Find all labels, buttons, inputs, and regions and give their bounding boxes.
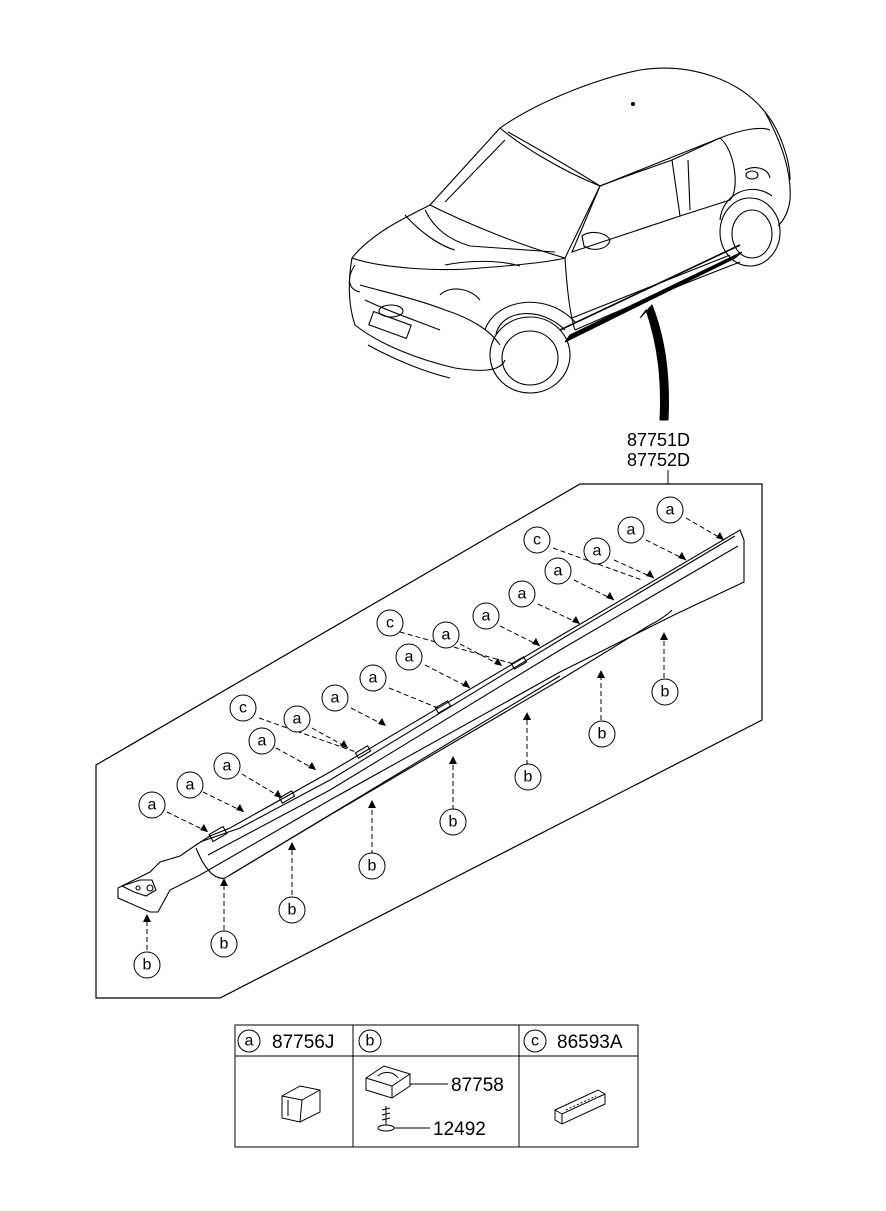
callout-b: b bbox=[210, 930, 238, 958]
svg-text:a: a bbox=[442, 627, 451, 644]
legend-part-number-c: 86593A bbox=[557, 1032, 623, 1053]
svg-text:a: a bbox=[369, 670, 378, 687]
callout-c: c bbox=[229, 694, 257, 722]
assembly-part-number-1: 87751D bbox=[627, 430, 690, 450]
legend-part-number-a: 87756J bbox=[272, 1032, 334, 1053]
svg-text:b: b bbox=[366, 1033, 375, 1050]
callout-b: b bbox=[588, 720, 616, 748]
callout-a: a bbox=[656, 496, 684, 524]
svg-text:a: a bbox=[482, 608, 491, 625]
callout-a: a bbox=[508, 580, 536, 608]
callouts bbox=[143, 517, 725, 950]
callout-a: a bbox=[432, 621, 460, 649]
svg-text:a: a bbox=[293, 711, 302, 728]
callout-b: b bbox=[439, 808, 467, 836]
svg-text:a: a bbox=[593, 543, 602, 560]
side-sill-moulding bbox=[117, 529, 745, 913]
legend-header-b: b bbox=[358, 1029, 382, 1053]
svg-text:b: b bbox=[368, 858, 377, 875]
legend-table bbox=[234, 1024, 639, 1148]
fastener-87758-illustration bbox=[365, 1065, 448, 1099]
svg-text:b: b bbox=[524, 769, 533, 786]
svg-text:c: c bbox=[239, 700, 247, 717]
callout-b: b bbox=[358, 852, 386, 880]
svg-text:a: a bbox=[666, 502, 675, 519]
callout-a: a bbox=[472, 602, 500, 630]
pointer-arrow bbox=[639, 304, 669, 421]
svg-text:a: a bbox=[627, 522, 636, 539]
svg-text:a: a bbox=[405, 649, 414, 666]
svg-text:a: a bbox=[554, 563, 563, 580]
callout-a: a bbox=[617, 516, 645, 544]
svg-text:a: a bbox=[331, 690, 340, 707]
callout-b: b bbox=[278, 896, 306, 924]
clip-87756j-illustration bbox=[281, 1085, 321, 1123]
legend-part-number-87758: 87758 bbox=[451, 1075, 504, 1096]
svg-text:b: b bbox=[661, 684, 670, 701]
svg-text:a: a bbox=[223, 758, 232, 775]
svg-text:b: b bbox=[143, 957, 152, 974]
assembly-part-number-2: 87752D bbox=[627, 450, 690, 470]
svg-text:c: c bbox=[531, 1033, 539, 1050]
detail-frame bbox=[95, 483, 763, 999]
callout-c: c bbox=[523, 526, 551, 554]
legend-part-number-12492: 12492 bbox=[433, 1119, 486, 1140]
svg-text:a: a bbox=[258, 733, 267, 750]
svg-text:b: b bbox=[598, 726, 607, 743]
callout-a: a bbox=[321, 684, 349, 712]
callout-b: b bbox=[514, 763, 542, 791]
callout-a: a bbox=[395, 643, 423, 671]
clip-86593a-illustration bbox=[554, 1089, 606, 1125]
callout-b: b bbox=[651, 678, 679, 706]
car-illustration bbox=[348, 67, 791, 394]
svg-text:a: a bbox=[186, 777, 195, 794]
svg-text:a: a bbox=[518, 586, 527, 603]
callout-a: a bbox=[283, 705, 311, 733]
callout-c: c bbox=[376, 609, 404, 637]
callout-a: a bbox=[138, 791, 166, 819]
svg-text:b: b bbox=[288, 902, 297, 919]
callout-a: a bbox=[213, 752, 241, 780]
screw-12492-illustration bbox=[377, 1106, 430, 1132]
callout-a: a bbox=[583, 537, 611, 565]
callout-a: a bbox=[359, 664, 387, 692]
callout-circles: a a a a c a a a a c a a a a c a a a b b … bbox=[133, 496, 684, 979]
legend-header-c: c 86593A bbox=[523, 1029, 623, 1053]
svg-text:c: c bbox=[386, 615, 394, 632]
callout-b: b bbox=[133, 951, 161, 979]
callout-a: a bbox=[544, 557, 572, 585]
svg-text:a: a bbox=[148, 797, 157, 814]
legend-header-a: a 87756J bbox=[237, 1029, 334, 1053]
svg-text:b: b bbox=[449, 814, 458, 831]
svg-text:b: b bbox=[220, 936, 229, 953]
svg-text:a: a bbox=[245, 1033, 254, 1050]
callout-a: a bbox=[248, 727, 276, 755]
svg-text:c: c bbox=[533, 532, 541, 549]
callout-a: a bbox=[176, 771, 204, 799]
